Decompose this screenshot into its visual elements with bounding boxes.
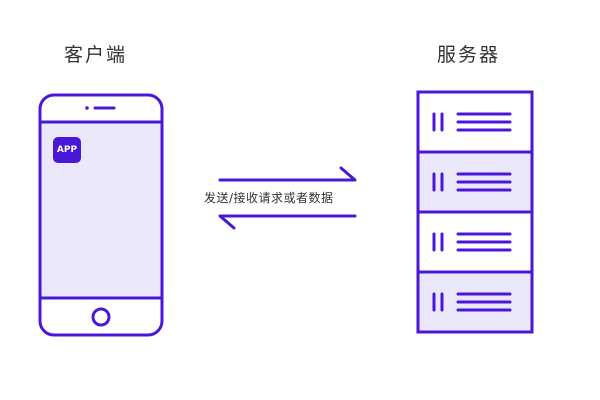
server-label: 服务器	[437, 44, 501, 66]
response-arrow	[218, 214, 357, 230]
left-arrow	[218, 214, 357, 230]
phone-icon	[38, 93, 164, 337]
app-icon: APP	[53, 137, 81, 163]
client-label: 客户端	[64, 44, 128, 66]
server-icon	[416, 90, 534, 334]
phone-home-button	[91, 307, 111, 327]
server-unit-4-details	[432, 292, 512, 312]
server-unit-2-details	[432, 172, 512, 192]
phone-camera-dot	[85, 106, 89, 110]
request-arrow	[218, 166, 357, 182]
server-unit-3-details	[432, 232, 512, 252]
server-unit-4	[416, 270, 534, 334]
right-arrow	[218, 166, 357, 182]
server-unit-1-details	[432, 112, 512, 132]
arrow-caption: 发送/接收请求或者数据	[204, 191, 334, 205]
